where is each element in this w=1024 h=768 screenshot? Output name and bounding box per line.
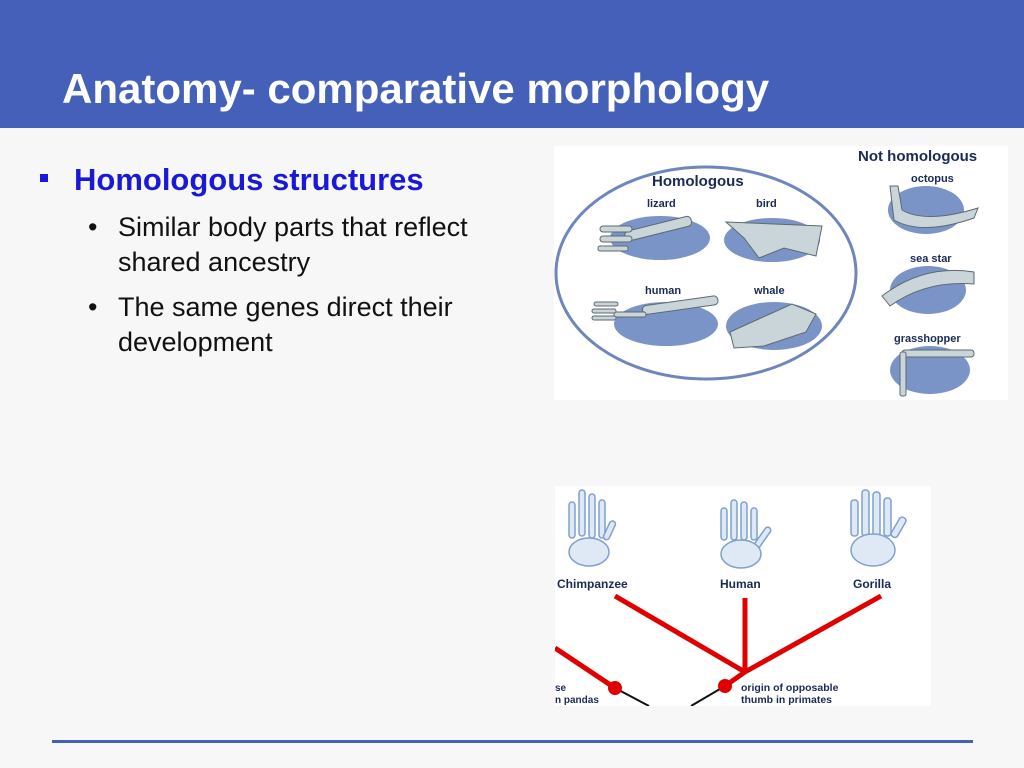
homology-figure: Homologous Not homologous lizard bird hu…: [554, 146, 1008, 400]
sub-bullet-2-text: The same genes direct their development: [118, 292, 453, 357]
left-note-line2: n pandas: [555, 695, 599, 706]
square-bullet-icon: [40, 174, 48, 182]
dot-bullet-icon: •: [88, 292, 98, 322]
lizard-label: lizard: [647, 198, 676, 210]
grasshopper-leg-icon: [899, 349, 975, 397]
sea-star-arm-icon: [881, 269, 975, 307]
human-label: human: [645, 285, 681, 297]
not-homologous-title: Not homologous: [858, 148, 977, 165]
tree-branches: [553, 593, 883, 691]
grasshopper-label: grasshopper: [894, 333, 961, 345]
human-hand-icon: [720, 499, 772, 569]
left-note-line1: se: [555, 683, 567, 694]
sub-bullet-1-text: Similar body parts that reflect shared a…: [118, 212, 468, 277]
bird-label: bird: [756, 198, 777, 210]
octopus-label: octopus: [911, 173, 954, 185]
whale-label: whale: [753, 285, 785, 297]
whale-flipper-icon: [729, 303, 817, 349]
gorilla-label: Gorilla: [853, 577, 891, 591]
homologous-circle: [554, 165, 858, 381]
grasshopper-pad: [890, 346, 970, 394]
homologous-title: Homologous: [652, 173, 744, 190]
title-bar: [0, 0, 1024, 128]
bullet-heading: Homologous structures: [36, 160, 536, 200]
chimpanzee-label: Chimpanzee: [557, 577, 628, 591]
thumb-origin-node: [718, 679, 732, 693]
lizard-limb-icon: [597, 215, 693, 252]
bullet-heading-text: Homologous structures: [74, 162, 424, 197]
octopus-tentacle-icon: [889, 185, 979, 228]
bullet-list: Homologous structures • Similar body par…: [36, 160, 536, 360]
gorilla-hand-icon: [850, 489, 907, 567]
dot-bullet-icon: •: [88, 212, 98, 242]
human-label-tree: Human: [720, 577, 761, 591]
sub-bullet-1: • Similar body parts that reflect shared…: [88, 210, 536, 280]
tree-base: [614, 685, 726, 707]
bird-wing-icon: [724, 221, 823, 259]
sub-bullet-2: • The same genes direct their developmen…: [88, 290, 536, 360]
chimpanzee-hand-icon: [568, 489, 617, 567]
thumb-tree-figure: Chimpanzee Human Gorilla se n pandas ori…: [553, 486, 931, 707]
panda-node: [608, 681, 622, 695]
footer-rule: [52, 740, 973, 743]
origin-note-line2: thumb in primates: [741, 694, 832, 706]
sea-star-label: sea star: [910, 253, 952, 265]
slide-title: Anatomy- comparative morphology: [62, 65, 770, 112]
human-arm-icon: [591, 295, 719, 321]
origin-note-line1: origin of opposable: [741, 682, 839, 694]
